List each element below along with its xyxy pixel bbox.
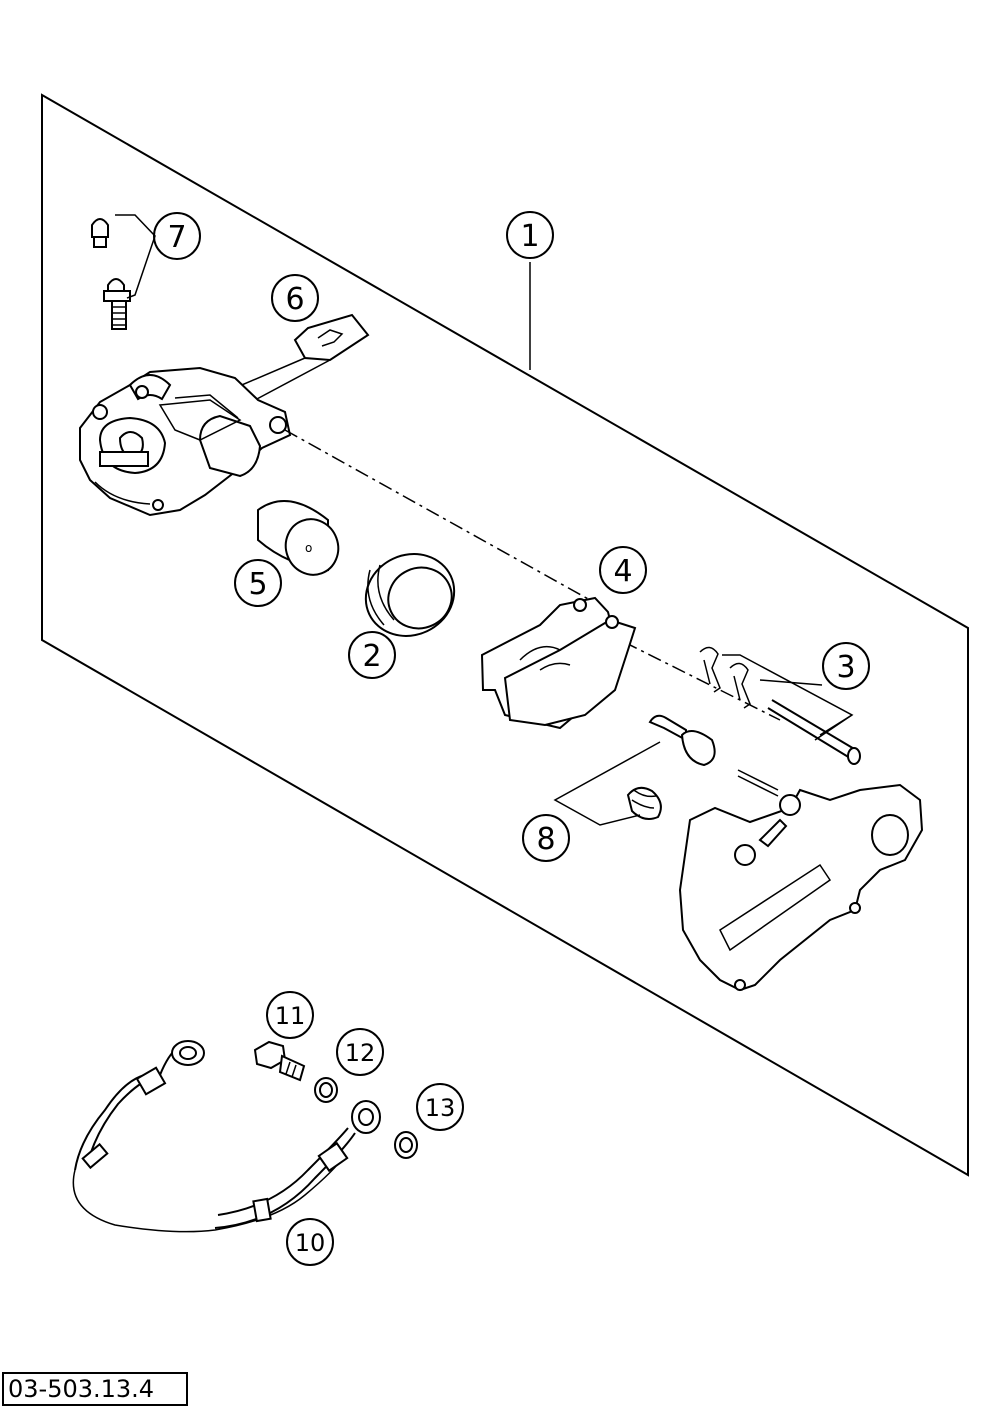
brake-hose xyxy=(72,1040,381,1233)
callout-12-label: 12 xyxy=(345,1039,376,1067)
callout-13: 13 xyxy=(416,1083,464,1131)
callout-8: 8 xyxy=(522,814,570,862)
callout-8-label: 8 xyxy=(536,822,555,857)
washers xyxy=(314,1077,418,1159)
callout-11-label: 11 xyxy=(275,1002,306,1030)
pad-spring xyxy=(229,313,370,401)
pins-and-clips xyxy=(699,646,861,765)
callout-5-label: 5 xyxy=(248,567,267,602)
callout-3-label: 3 xyxy=(836,650,855,685)
document-code: 03-503.13.4 xyxy=(2,1372,188,1406)
callout-4-label: 4 xyxy=(613,554,632,589)
svg-text:o: o xyxy=(305,541,312,555)
callout-1: 1 xyxy=(506,211,554,259)
callout-13-label: 13 xyxy=(425,1094,456,1122)
callout-6: 6 xyxy=(271,274,319,322)
bleeder-screws xyxy=(91,214,156,330)
callout-10: 10 xyxy=(286,1218,334,1266)
callout-3: 3 xyxy=(822,642,870,690)
slide-pin-and-boot xyxy=(553,714,716,826)
callout-2: 2 xyxy=(348,631,396,679)
callout-6-label: 6 xyxy=(285,282,304,317)
callout-7-label: 7 xyxy=(167,220,186,255)
piston: o xyxy=(257,500,340,576)
assembly-boundary xyxy=(41,93,969,1177)
caliper-body xyxy=(79,366,292,517)
caliper-bracket xyxy=(678,769,924,992)
callout-2-label: 2 xyxy=(362,639,381,674)
banjo-bolt xyxy=(253,1040,306,1082)
callout-4: 4 xyxy=(599,546,647,594)
callout-12: 12 xyxy=(336,1028,384,1076)
callout-1-label: 1 xyxy=(520,219,539,254)
brake-pads xyxy=(480,596,637,730)
callout-7: 7 xyxy=(153,212,201,260)
callout-5: 5 xyxy=(234,559,282,607)
seal xyxy=(364,553,456,637)
callout-10-label: 10 xyxy=(295,1229,326,1257)
callout-11: 11 xyxy=(266,991,314,1039)
axis-line-main xyxy=(284,429,591,601)
